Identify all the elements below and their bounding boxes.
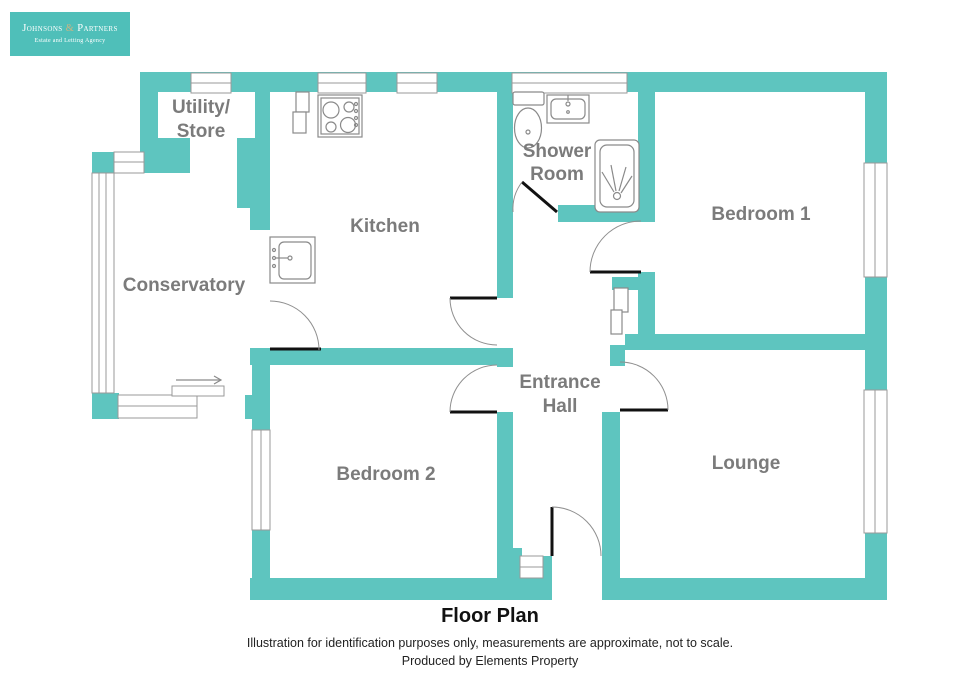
room-label-bedroom2: Bedroom 2 — [336, 464, 435, 485]
room-label-utility-line1: Utility/ — [172, 97, 231, 118]
cupboard-shelves-icon — [610, 287, 629, 335]
shower-room-door — [512, 180, 558, 214]
conservatory-sliding-door — [171, 375, 225, 397]
floorplan-disclaimer: Illustration for identification purposes… — [246, 636, 734, 650]
fixtures — [269, 91, 640, 335]
room-label-shower-line2: Room — [530, 164, 584, 185]
room-label-utility-line2: Store — [177, 121, 226, 142]
room-label-shower-line1: Shower — [523, 141, 592, 162]
kitchen-window-1 — [317, 72, 367, 94]
hob-icon — [317, 94, 363, 138]
kitchen-door — [449, 296, 498, 346]
utility-window — [190, 72, 232, 94]
bedroom1-window — [863, 162, 888, 278]
conservatory-top-window — [113, 151, 145, 174]
basin-icon — [546, 94, 590, 124]
bedroom1-door — [589, 220, 642, 274]
shower-room-window — [511, 72, 628, 94]
agency-name-right: Partners — [77, 23, 118, 35]
agency-ampersand: & — [65, 23, 75, 35]
agency-name: Johnsons & Partners — [22, 24, 118, 35]
floorplan-credit: Produced by Elements Property — [401, 654, 579, 668]
conservatory-door — [269, 300, 321, 351]
agency-name-left: Johnsons — [22, 23, 63, 35]
kitchen-window-2 — [396, 72, 438, 94]
room-label-hall-line1: Entrance — [519, 372, 600, 393]
conservatory-side-window — [91, 172, 115, 394]
room-label-conservatory: Conservatory — [123, 275, 246, 296]
hall-bottom-window — [519, 555, 544, 579]
agency-tagline: Estate and Letting Agency — [34, 37, 106, 44]
room-label-lounge: Lounge — [712, 453, 781, 474]
room-label-hall-line2: Hall — [543, 396, 578, 417]
front-door — [550, 506, 602, 557]
shower-tray-icon — [594, 139, 640, 213]
lounge-window — [863, 389, 888, 534]
floorplan-title: Floor Plan — [441, 605, 539, 627]
room-label-bedroom1: Bedroom 1 — [711, 204, 811, 225]
bedroom2-door — [449, 364, 498, 414]
lounge-door — [619, 361, 669, 412]
conservatory-bottom-window — [117, 394, 198, 419]
room-labels: Utility/ Store Kitchen Shower Room Bedro… — [123, 97, 811, 485]
toilet-icon — [512, 91, 545, 149]
agency-logo: Johnsons & Partners Estate and Letting A… — [10, 12, 130, 56]
walls — [92, 72, 887, 600]
doors — [269, 180, 669, 557]
sink-icon — [269, 236, 316, 284]
room-label-kitchen: Kitchen — [350, 216, 420, 237]
bedroom2-window — [251, 429, 271, 531]
windows — [91, 72, 888, 579]
kitchen-unit-icon — [292, 91, 310, 134]
